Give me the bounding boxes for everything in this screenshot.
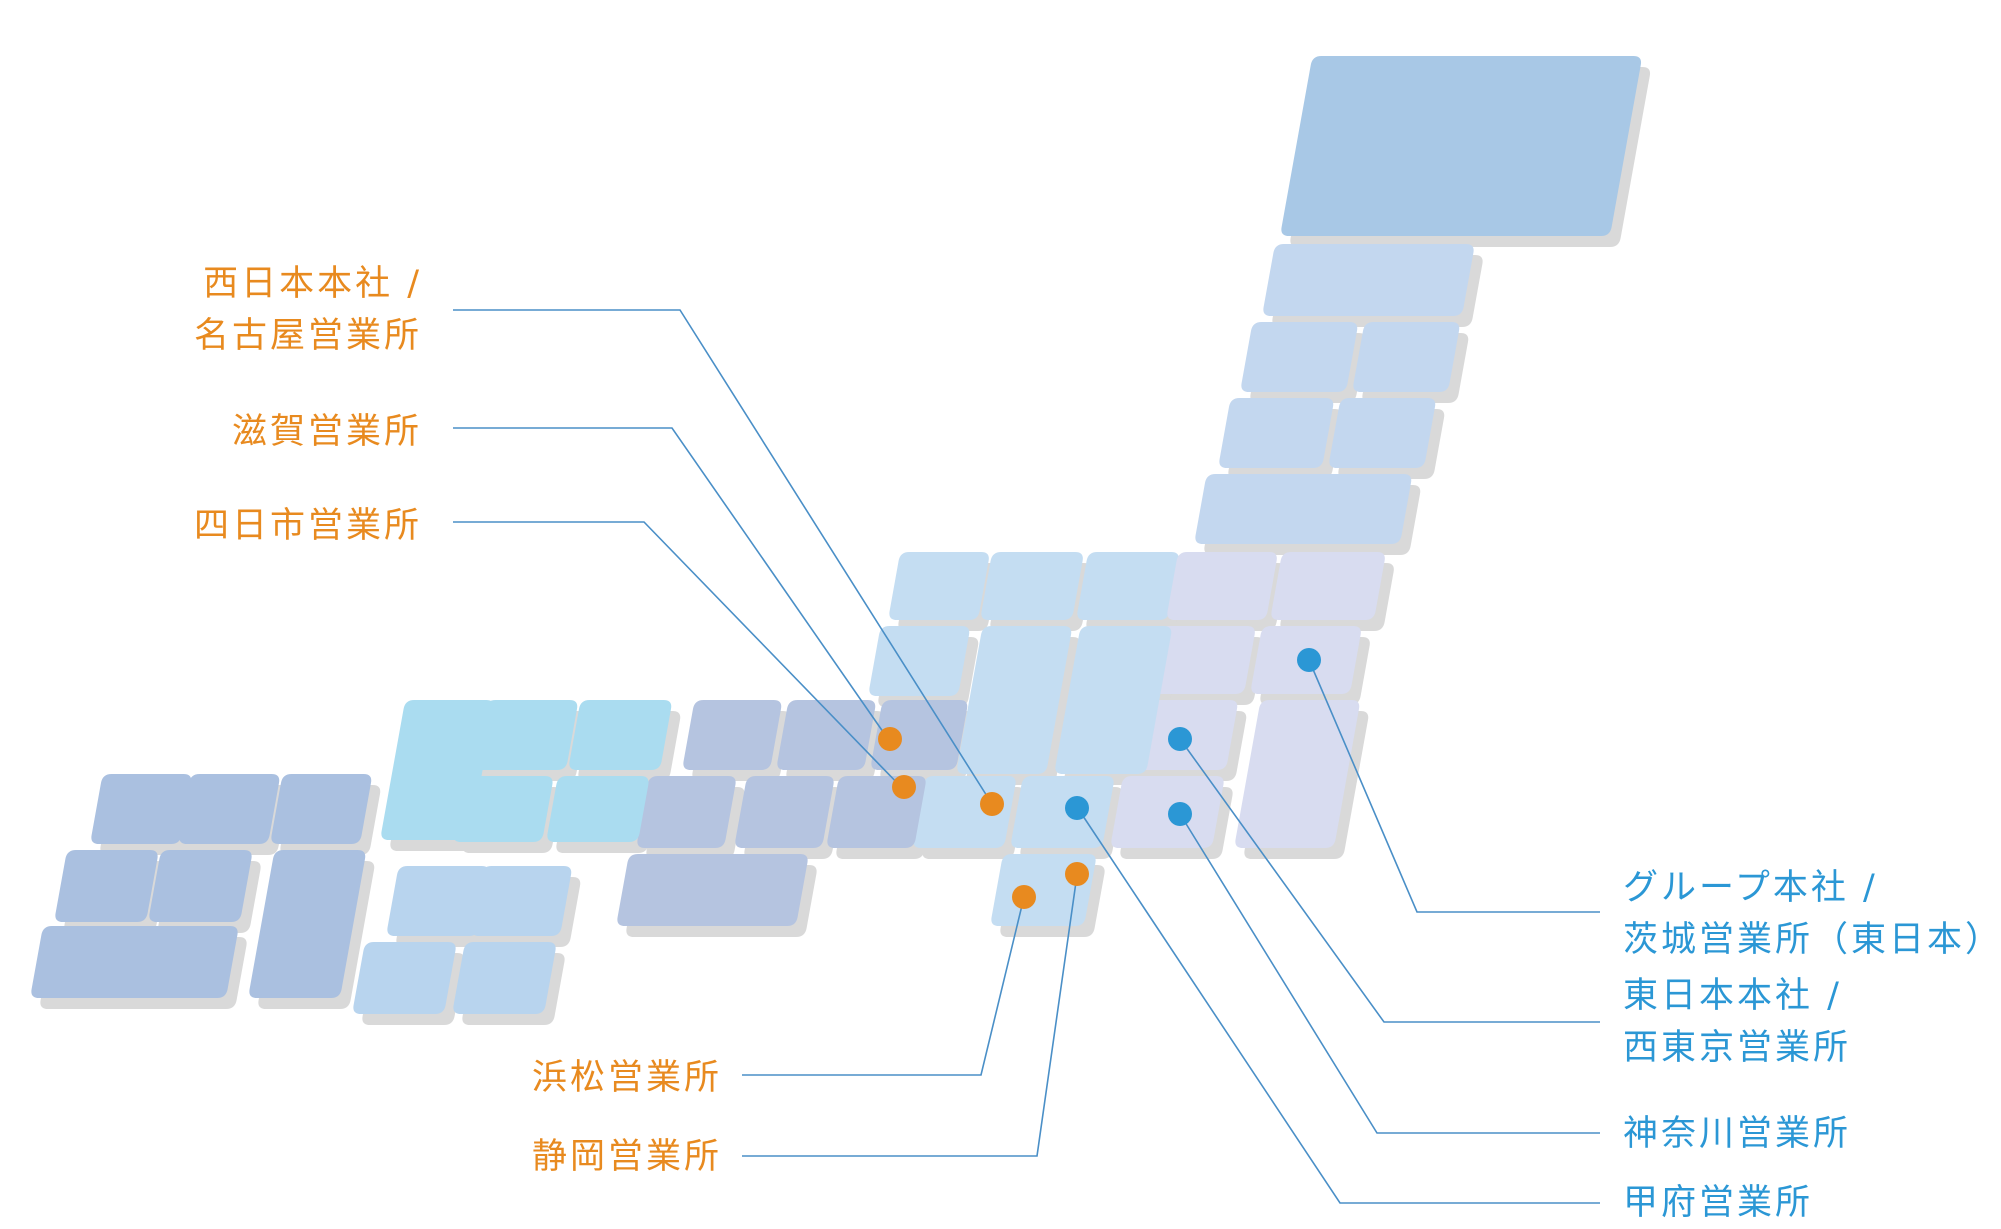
label-shiga[interactable]: 滋賀営業所 <box>232 406 422 458</box>
prefecture-tile-kyushu <box>271 774 372 844</box>
leader-line <box>1308 659 1600 913</box>
prefecture-tile-chubu <box>889 552 989 620</box>
label-group-honsha[interactable]: グループ本社 / 茨城営業所（東日本） <box>1623 862 2001 966</box>
label-line: 西日本本社 / <box>203 264 422 304</box>
leader-line <box>453 521 905 791</box>
prefecture-tile-chubu <box>1055 626 1172 774</box>
label-hamamatsu[interactable]: 浜松営業所 <box>532 1052 722 1104</box>
leader-line <box>742 896 1025 1076</box>
prefecture-tile-chugoku <box>569 700 672 770</box>
prefecture-tile-chugoku <box>453 776 553 842</box>
office-markers <box>878 648 1321 909</box>
office-marker-east[interactable] <box>1168 727 1192 751</box>
prefecture-tile-tohoku <box>1195 474 1412 544</box>
label-higashinihon-honsha[interactable]: 東日本本社 / 西東京営業所 <box>1623 970 1851 1074</box>
office-marker-west[interactable] <box>878 727 902 751</box>
office-marker-west[interactable] <box>980 792 1004 816</box>
prefecture-tile-kanto <box>1167 552 1277 620</box>
prefecture-tile-shikoku <box>353 942 456 1014</box>
leader-line <box>1179 738 1600 1023</box>
prefecture-tile-kanto <box>1111 776 1224 848</box>
label-shizuoka[interactable]: 静岡営業所 <box>532 1131 722 1183</box>
leader-line <box>453 309 993 805</box>
prefecture-tile-kinki <box>637 776 736 848</box>
label-kofu[interactable]: 甲府営業所 <box>1623 1177 1813 1229</box>
prefecture-tile-kyushu <box>31 926 238 998</box>
prefecture-tile-kyushu <box>249 850 366 998</box>
prefecture-tile-tohoku <box>1329 398 1436 468</box>
prefecture-tile-kyushu <box>149 850 252 922</box>
prefecture-tile-kyushu <box>91 774 192 844</box>
label-line: 茨城営業所（東日本） <box>1623 920 2001 960</box>
prefecture-tile-shikoku <box>387 866 490 936</box>
prefecture-tile-kinki <box>617 854 808 926</box>
prefecture-tile-tohoku <box>1219 398 1334 468</box>
prefecture-tile-kinki <box>871 700 968 770</box>
label-line: 静岡営業所 <box>531 1137 722 1177</box>
label-line: 西東京営業所 <box>1623 1028 1852 1068</box>
leader-line <box>453 427 889 740</box>
label-line: グループ本社 / <box>1623 868 1878 908</box>
office-marker-west[interactable] <box>1012 885 1036 909</box>
label-line: 東日本本社 / <box>1623 976 1842 1016</box>
leader-line <box>742 874 1078 1157</box>
prefecture-tile-kinki <box>683 700 782 770</box>
prefecture-tile-kyushu <box>55 850 158 922</box>
label-yokkaichi[interactable]: 四日市営業所 <box>194 500 422 552</box>
prefecture-tile-chubu <box>1011 776 1114 848</box>
prefecture-tile-chubu <box>981 552 1083 620</box>
prefecture-tile-chubu <box>957 626 1072 774</box>
leader-line <box>1076 806 1600 1204</box>
prefecture-tile-chubu <box>869 626 970 696</box>
office-marker-east[interactable] <box>1168 802 1192 826</box>
office-marker-east[interactable] <box>1065 796 1089 820</box>
office-marker-west[interactable] <box>1065 862 1089 886</box>
prefecture-tile-shikoku <box>453 942 556 1014</box>
office-marker-east[interactable] <box>1297 648 1321 672</box>
prefecture-tile-shikoku <box>471 866 572 936</box>
label-line: 浜松営業所 <box>531 1058 722 1098</box>
prefecture-tile-kanto <box>1149 626 1255 694</box>
prefecture-tile-kanto <box>1235 700 1360 848</box>
prefecture-tile-kinki <box>777 700 876 770</box>
prefecture-tiles <box>31 56 1642 1014</box>
label-line: 神奈川営業所 <box>1623 1114 1852 1154</box>
prefecture-tile-tohoku <box>1241 322 1358 392</box>
prefecture-tile-tohoku <box>1263 244 1474 316</box>
prefecture-tile-chubu <box>1077 552 1179 620</box>
prefecture-tile-tohoku <box>1353 322 1460 392</box>
prefecture-tile-chugoku <box>547 776 649 842</box>
label-line: 名古屋営業所 <box>193 316 422 356</box>
prefecture-tile-hokkaido <box>1281 56 1642 236</box>
leader-lines <box>453 309 1600 1204</box>
label-line: 四日市営業所 <box>193 506 422 546</box>
prefecture-tile-kinki <box>735 776 834 848</box>
label-line: 甲府営業所 <box>1623 1183 1814 1223</box>
prefecture-tile-chugoku <box>475 700 578 770</box>
label-kanagawa[interactable]: 神奈川営業所 <box>1623 1108 1851 1160</box>
leader-line <box>1179 813 1600 1134</box>
prefecture-tile-kanto <box>1271 552 1385 620</box>
label-line: 滋賀営業所 <box>231 412 422 452</box>
office-marker-west[interactable] <box>892 775 916 799</box>
label-nishinihon-honsha[interactable]: 西日本本社 / 名古屋営業所 <box>194 258 422 362</box>
prefecture-tile-kyushu <box>179 774 280 844</box>
